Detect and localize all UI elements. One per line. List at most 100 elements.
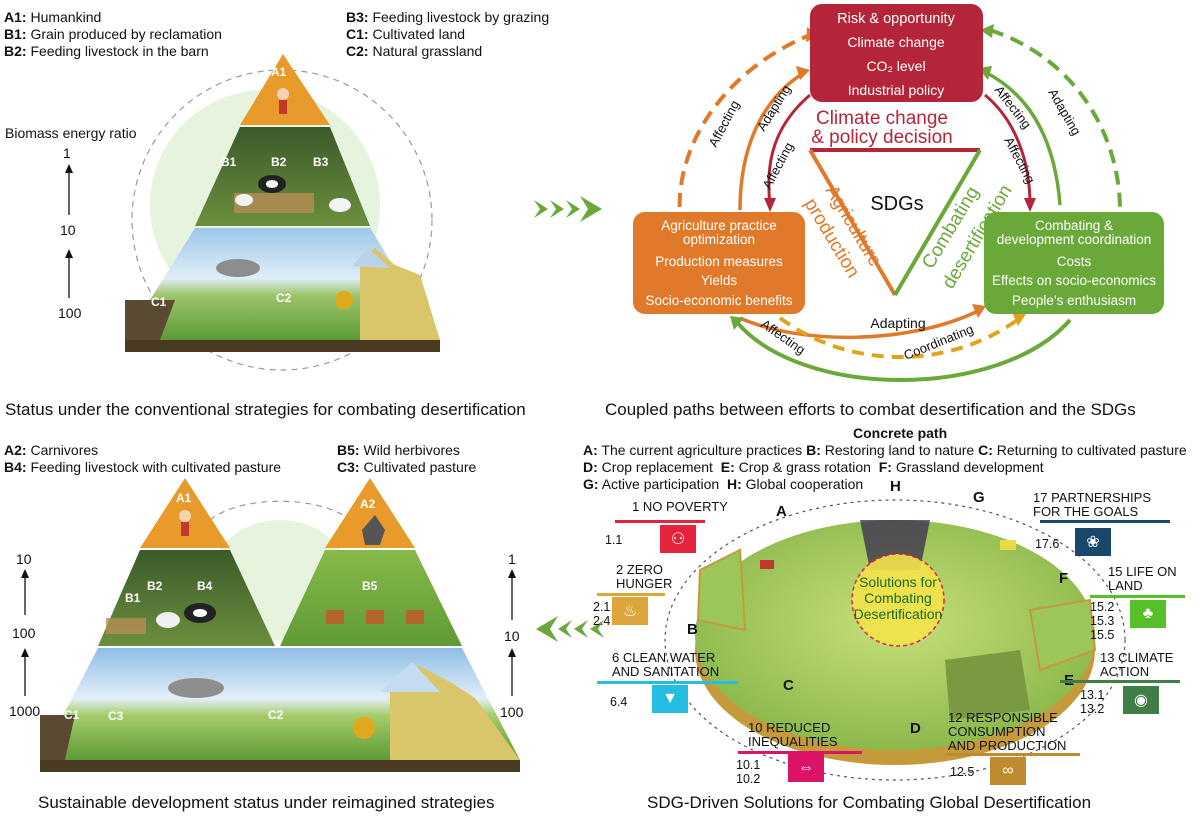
sheep-icon xyxy=(156,612,180,628)
sheep-icon xyxy=(329,198,351,212)
person-body xyxy=(181,522,189,536)
axis-value: 10 xyxy=(60,222,76,238)
label-a1: A1 xyxy=(176,491,192,505)
cloud-icon xyxy=(216,259,260,277)
sector-b: B xyxy=(687,621,698,638)
pyramid-reimagined: A1 A2 B1 B2 B4 B5 C1 C3 C2 xyxy=(21,478,520,772)
sdg-targets: 13.1 13.2 xyxy=(1080,688,1105,716)
caption-top-left: Status under the conventional strategies… xyxy=(5,400,526,419)
arrow-head xyxy=(1024,198,1036,212)
sector-h: H xyxy=(890,480,901,495)
label-c2: C2 xyxy=(276,291,292,305)
agri-title-line1: Agriculture practice xyxy=(661,218,777,233)
agri-item: Yields xyxy=(701,273,738,288)
paths-line: D: Crop replacement E: Crop & grass rota… xyxy=(583,459,1044,475)
triangle-left-edge xyxy=(808,148,897,297)
label-b2: B2 xyxy=(271,155,287,169)
chevron-left-icon xyxy=(590,620,604,638)
label-c2: C2 xyxy=(268,708,284,722)
comb-box xyxy=(984,212,1164,314)
concrete-path-title: Concrete path xyxy=(853,425,948,441)
chevron-left-icon xyxy=(558,620,572,638)
arrow-head xyxy=(21,648,29,657)
label-affecting: Affecting xyxy=(759,140,796,192)
fence-icon xyxy=(106,618,146,634)
chevron-right-icon xyxy=(550,200,564,218)
caption-bottom-right: SDG-Driven Solutions for Combating Globa… xyxy=(647,793,1092,812)
agri-title-line2: optimization xyxy=(683,232,755,247)
side-top-line1: Climate change xyxy=(816,108,948,129)
axis-value: 100 xyxy=(58,305,82,321)
chevron-right-icon xyxy=(534,200,548,218)
caption-bottom-left: Sustainable development status under rei… xyxy=(38,793,495,812)
sdg-underline xyxy=(1040,520,1170,523)
comb-title-line1: Combating & xyxy=(1035,218,1113,233)
sdg-title: 6 CLEAN WATER AND SANITATION xyxy=(612,650,720,679)
sdg-targets: 6.4 xyxy=(610,695,628,709)
mountain-icon xyxy=(380,662,440,692)
label-b5: B5 xyxy=(362,579,378,593)
sdg-title: 13 CLIMATE ACTION xyxy=(1100,650,1174,679)
axis-left-value: 10 xyxy=(16,551,32,567)
legend-item: A1: Humankind xyxy=(4,9,102,25)
field-plot xyxy=(945,650,1030,720)
adapting-outer-right xyxy=(989,28,1122,211)
label-b3: B3 xyxy=(313,155,329,169)
concrete-paths: A: The current agriculture practices B: … xyxy=(583,442,1187,493)
person-body xyxy=(279,100,287,114)
cow-spot xyxy=(266,180,278,188)
comb-item: Costs xyxy=(1057,254,1092,269)
legend-item: B5: Wild herbivores xyxy=(337,442,460,458)
risk-item: Industrial policy xyxy=(848,82,945,98)
cultivated-patch xyxy=(125,300,175,340)
sdg-underline xyxy=(945,753,1080,756)
sdgs-center: SDGs xyxy=(870,193,923,215)
risk-item: Climate change xyxy=(847,34,944,50)
axis-right-value: 10 xyxy=(504,628,520,644)
center-ring xyxy=(851,553,945,647)
label-affecting: Affecting xyxy=(1001,134,1038,186)
wedge-f xyxy=(1028,598,1097,672)
affecting-bottom xyxy=(733,318,1072,382)
legend-top-left-b: B3: Feeding livestock by grazing C1: Cul… xyxy=(346,9,549,60)
affecting-outer-left xyxy=(677,31,816,216)
paths-line: G: Active participation H: Global cooper… xyxy=(583,476,864,492)
label-b1: B1 xyxy=(221,155,237,169)
sdg-title: 12 RESPONSIBLE CONSUMPTION AND PRODUCTIO… xyxy=(948,710,1067,753)
sdg-underline xyxy=(738,751,862,754)
legend-bottom-left-a: A2: Carnivores B4: Feeding livestock wit… xyxy=(4,442,281,476)
comb-title-line2: development coordination xyxy=(997,232,1152,247)
label-adapting: Adapting xyxy=(1045,86,1084,138)
center-line3: Desertification xyxy=(854,606,943,622)
arrow-head xyxy=(980,24,994,38)
sheep-icon xyxy=(235,194,253,206)
chevrons-right xyxy=(534,196,602,222)
sector-d: D xyxy=(910,720,921,737)
vehicle-icon xyxy=(1000,540,1016,550)
person-icon xyxy=(179,510,191,522)
label-b2: B2 xyxy=(147,579,163,593)
coordinating-bottom xyxy=(778,316,1022,359)
arrow-head xyxy=(764,198,776,212)
arrow-head xyxy=(1012,312,1026,326)
tree-icon xyxy=(335,291,353,309)
fence-icon xyxy=(234,193,314,213)
sdg-people-icon: ⚇ xyxy=(660,525,696,553)
axis-right-value: 1 xyxy=(508,551,516,567)
sdg-flower-icon: ❀ xyxy=(1075,528,1111,556)
triangle-right-edge xyxy=(893,148,982,297)
label-b1: B1 xyxy=(125,591,141,605)
chevron-left-icon xyxy=(536,616,558,642)
arrow-head xyxy=(730,316,744,330)
label-c1: C1 xyxy=(64,708,80,722)
center-line2: Combating xyxy=(864,590,932,606)
sdg-bowl-icon: ♨ xyxy=(612,597,648,625)
sdg-underline xyxy=(1090,595,1185,598)
legend-item: C3: Cultivated pasture xyxy=(337,459,477,475)
legend-item: C2: Natural grassland xyxy=(346,43,483,59)
center-glow xyxy=(852,554,944,646)
caption-top-right: Coupled paths between efforts to combat … xyxy=(605,400,1136,419)
arrow-head xyxy=(508,648,516,657)
deer-icon xyxy=(326,610,424,624)
label-a2: A2 xyxy=(360,497,376,511)
